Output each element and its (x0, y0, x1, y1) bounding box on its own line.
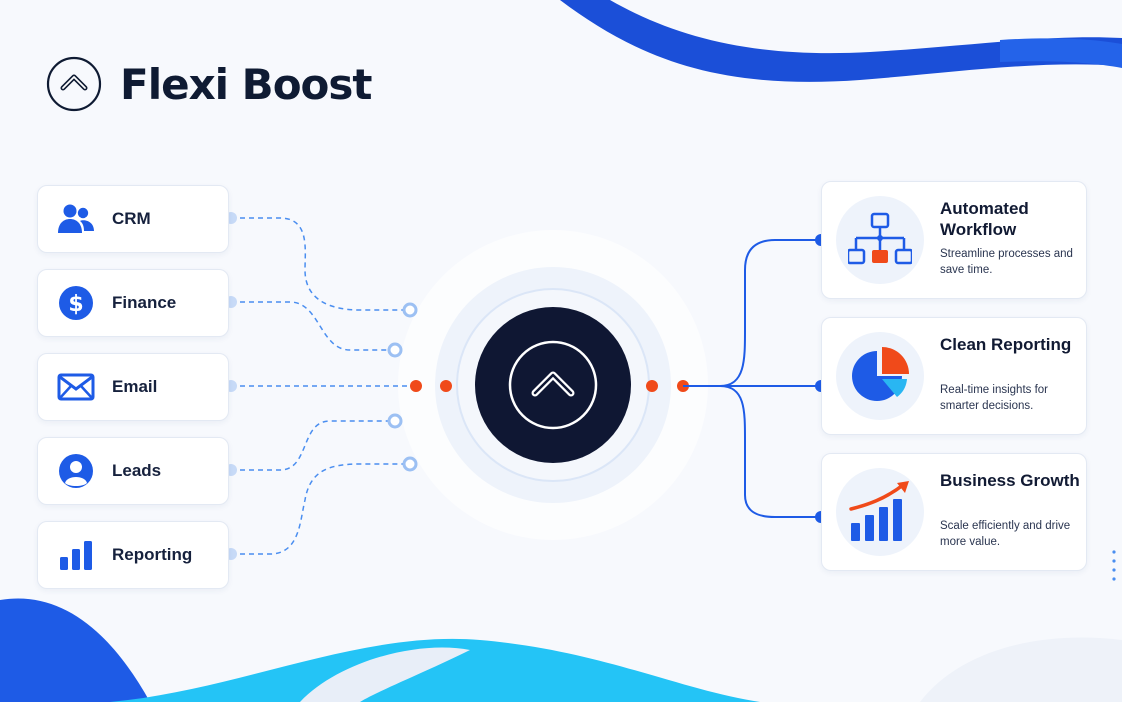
source-card-reporting[interactable]: Reporting (37, 521, 229, 589)
envelope-icon (56, 367, 96, 407)
outcome-card-growth[interactable]: Business Growth Scale efficiently and dr… (821, 453, 1087, 571)
brand: Flexi Boost (46, 56, 372, 112)
source-label-leads: Leads (112, 461, 162, 480)
outcome-desc-growth: Scale efficiently and drive more value. (940, 520, 1071, 548)
connector-leads (231, 420, 395, 471)
connector-finance (231, 301, 395, 351)
growth-chart-icon (836, 468, 924, 556)
outcome-title-reporting: Clean Reporting (940, 335, 1072, 354)
bottom-pale-hill-1 (300, 647, 470, 702)
connector-crm (231, 217, 410, 311)
top-right-wave-inner (610, 0, 1122, 54)
source-connectors (231, 217, 410, 555)
decorative-dots (1112, 550, 1116, 581)
brand-name: Flexi Boost (120, 59, 372, 109)
top-right-wave-edge (1000, 38, 1122, 68)
source-card-email[interactable]: Email (37, 353, 229, 421)
users-icon (56, 199, 96, 239)
source-label-email: Email (112, 377, 158, 396)
svg-text:$: $ (68, 292, 83, 317)
source-label-reporting: Reporting (112, 545, 193, 564)
bottom-cyan-wave (110, 638, 760, 702)
dollar-icon: $ (56, 283, 96, 323)
chevron-up-circle-icon (508, 340, 598, 430)
source-label-finance: Finance (112, 293, 177, 312)
central-hub (475, 307, 631, 463)
user-icon (56, 451, 96, 491)
bottom-pale-hill-2 (920, 637, 1122, 702)
bottom-left-wave (0, 598, 150, 702)
outcome-title-growth: Business Growth (940, 471, 1080, 490)
outcome-desc-workflow: Streamline processes and save time. (940, 248, 1073, 276)
flowchart-icon (836, 196, 924, 284)
chevron-up-circle-icon (46, 56, 102, 112)
connector-growth (683, 385, 821, 518)
source-card-leads[interactable]: Leads (37, 437, 229, 505)
outcome-card-reporting[interactable]: Clean Reporting Real-time insights for s… (821, 317, 1087, 435)
pie-chart-icon (836, 332, 924, 420)
source-card-finance[interactable]: $ Finance (37, 269, 229, 337)
outcome-connectors (683, 239, 821, 518)
outcome-desc-reporting: Real-time insights for smarter decisions… (940, 384, 1049, 412)
outcome-title-workflow: Automated Workflow (940, 199, 1029, 239)
source-card-crm[interactable]: CRM (37, 185, 229, 253)
bar-chart-icon (56, 535, 96, 575)
connector-workflow (683, 239, 821, 387)
source-label-crm: CRM (112, 209, 151, 228)
outcome-card-workflow[interactable]: Automated Workflow Streamline processes … (821, 181, 1087, 299)
connector-reporting (231, 463, 410, 555)
